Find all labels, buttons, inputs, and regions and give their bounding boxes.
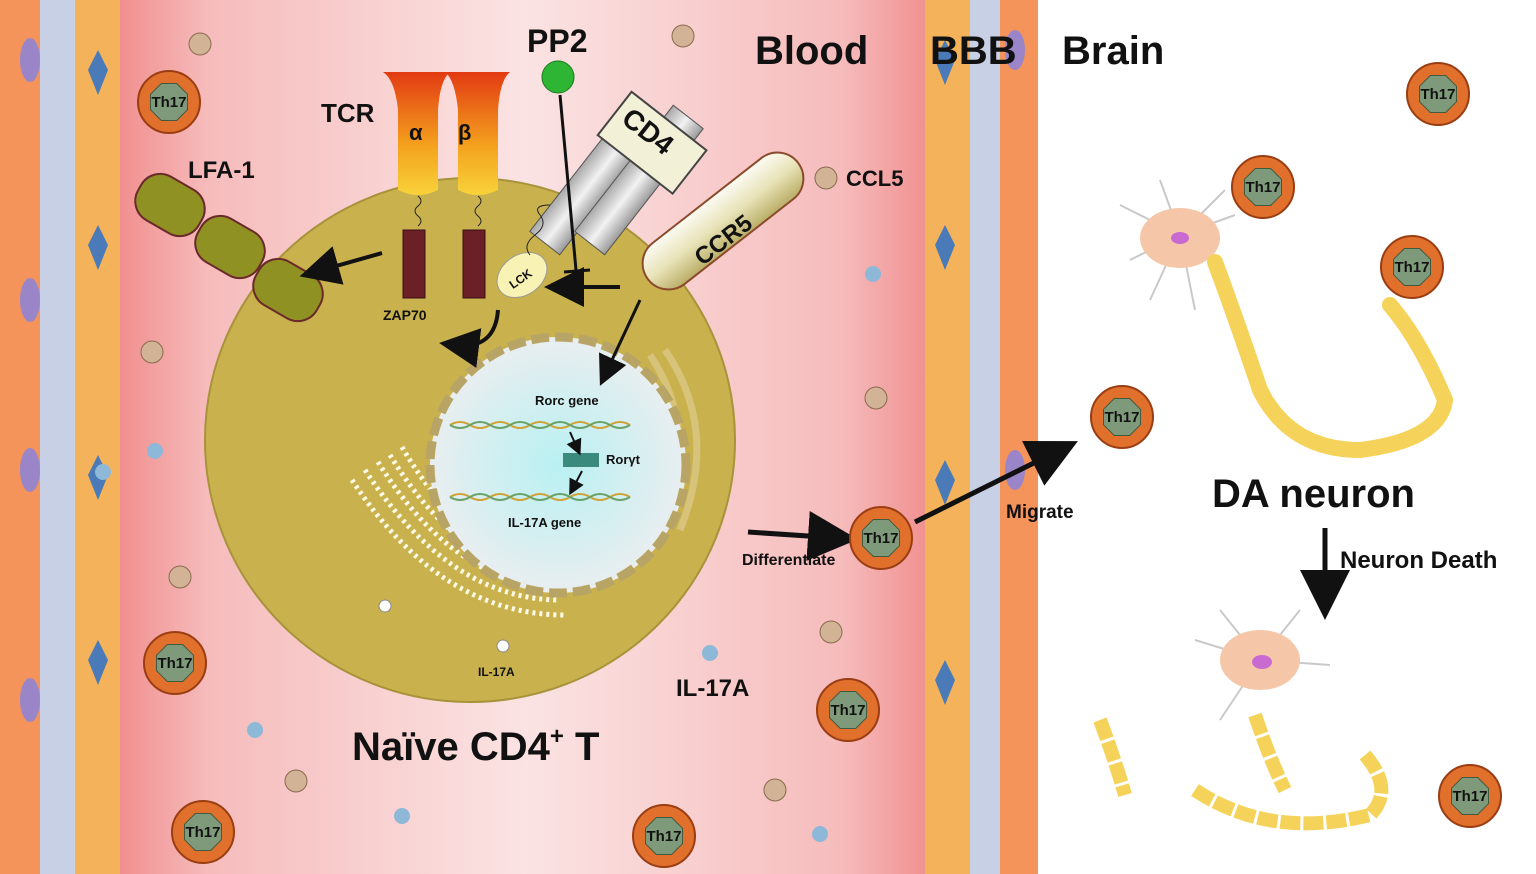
left-bbb-wall (0, 0, 120, 874)
arrow-lck-to-zap70 (439, 309, 500, 368)
th17-cell: Th17 (816, 678, 880, 742)
il17a-gene-dna (449, 493, 631, 501)
da-neuron-healthy (1119, 179, 1454, 459)
arrow-ccr5-to-nucleus (599, 299, 642, 386)
th17-cell: Th17 (1231, 155, 1295, 219)
th17-cell: Th17 (1380, 235, 1444, 299)
th17-cell: Th17 (137, 70, 201, 134)
th17-label: Th17 (185, 824, 220, 841)
rorc-gene-label: Rorc gene (535, 393, 599, 408)
da-neuron-degenerated (1093, 609, 1389, 831)
tcr-label: TCR (321, 98, 375, 128)
th17-label: Th17 (1104, 409, 1139, 426)
pp2-inhibition-bar (563, 268, 591, 274)
pp2-inhibition-line (558, 94, 578, 271)
th17-label: Th17 (830, 702, 865, 719)
brain-label: Brain (1062, 29, 1164, 73)
th17-cell: Th17 (171, 800, 235, 864)
lck-kinase (496, 251, 548, 299)
arrow-rorc-to-roryt (566, 431, 582, 456)
cd4-receptor (529, 90, 708, 256)
naive-cd4-t-label: Naïve CD4+ T (352, 723, 599, 769)
arrow-roryt-to-il17a (569, 470, 584, 496)
tcr-beta-label: β (458, 120, 471, 145)
th17-cell: Th17 (1090, 385, 1154, 449)
th17-label: Th17 (1394, 259, 1429, 276)
th17-label: Th17 (1420, 86, 1455, 103)
th17-label: Th17 (157, 655, 192, 672)
arrow-tcr-to-lfa1 (299, 246, 383, 285)
il17a-gene-label: IL-17A gene (508, 515, 581, 530)
ccr5-receptor (641, 151, 805, 291)
th17-label: Th17 (151, 94, 186, 111)
th17-label: Th17 (1452, 788, 1487, 805)
lfa1-label: LFA-1 (188, 157, 255, 184)
bbb-label: BBB (930, 29, 1017, 73)
th17-label: Th17 (863, 530, 898, 547)
roryt-label: Rorγt (606, 452, 641, 467)
ccl5-dots (140, 24, 888, 802)
differentiate-label: Differentiate (742, 552, 835, 569)
blood-label: Blood (755, 29, 868, 73)
da-neuron-label: DA neuron (1212, 472, 1415, 516)
lfa1-integrin (134, 172, 324, 323)
il17a-outside-label: IL-17A (676, 675, 749, 702)
pp2-inhibitor (541, 60, 575, 94)
il17a-inside-label: IL-17A (478, 665, 515, 679)
th17-cell: Th17 (1406, 62, 1470, 126)
nucleus (425, 332, 691, 598)
th17-cell: Th17 (849, 506, 913, 570)
th17-label: Th17 (646, 828, 681, 845)
th17-label: Th17 (1245, 179, 1280, 196)
ccl5-label: CCL5 (846, 166, 903, 191)
arrow-migrate (913, 440, 1078, 525)
th17-cell: Th17 (632, 804, 696, 868)
rorc-gene-dna (449, 421, 631, 429)
roryt-protein (563, 453, 599, 467)
lck-tether (526, 204, 551, 256)
tcr-receptor (383, 72, 510, 299)
tcr-alpha-label: α (409, 120, 423, 145)
th17-cell: Th17 (143, 631, 207, 695)
pp2-label: PP2 (527, 23, 587, 59)
secretory-vesicles (378, 599, 510, 653)
right-bbb-wall (925, 0, 1038, 874)
neuron-death-label: Neuron Death (1340, 547, 1497, 574)
th17-cell: Th17 (1438, 764, 1502, 828)
arrow-differentiate (747, 511, 858, 561)
zap70-label: ZAP70 (383, 307, 427, 323)
migrate-label: Migrate (1006, 502, 1074, 523)
